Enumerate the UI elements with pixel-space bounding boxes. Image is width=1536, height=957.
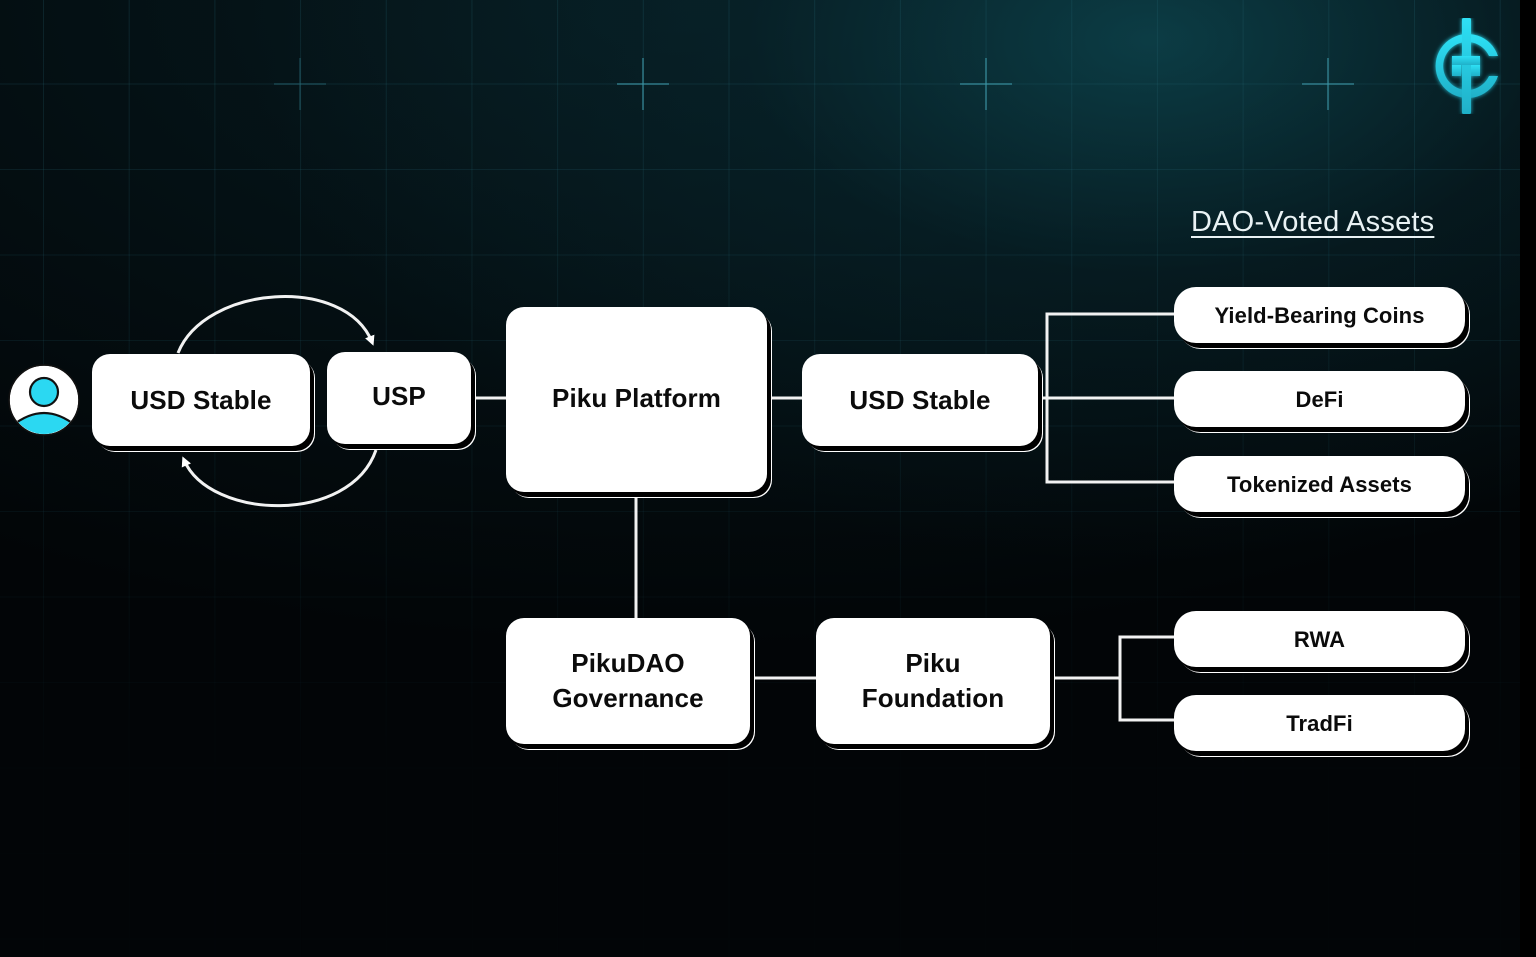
asset-yield-bearing-coins[interactable]: Yield-Bearing Coins xyxy=(1174,287,1465,343)
node-label: USD Stable xyxy=(130,384,272,415)
piku-logo-icon xyxy=(1435,18,1498,114)
node-usd-stable-input[interactable]: USD Stable xyxy=(92,354,310,446)
node-label: USP xyxy=(372,380,426,411)
node-label: Piku Platform xyxy=(552,383,721,413)
node-label-line1: Piku xyxy=(905,648,961,678)
node-label-line2: Foundation xyxy=(861,683,1005,713)
user-avatar-icon xyxy=(8,364,80,436)
bracket-foundation-assets xyxy=(1118,635,1174,722)
crosshair-mark xyxy=(274,58,326,110)
asset-label: DeFi xyxy=(1295,386,1344,412)
node-usd-stable-output[interactable]: USD Stable xyxy=(802,354,1038,446)
node-label-line2: Governance xyxy=(552,683,704,713)
asset-tokenized-assets[interactable]: Tokenized Assets xyxy=(1174,456,1465,512)
crosshair-mark xyxy=(617,58,669,110)
cycle-arrow-bottom xyxy=(181,449,378,508)
node-label: USD Stable xyxy=(849,384,991,415)
node-usp[interactable]: USP xyxy=(327,352,471,444)
section-title-dao-voted-assets: DAO-Voted Assets xyxy=(1191,206,1435,238)
node-piku-foundation[interactable]: Piku Foundation xyxy=(816,618,1050,744)
node-label-line1: PikuDAO xyxy=(571,648,685,678)
asset-label: Tokenized Assets xyxy=(1227,471,1412,497)
asset-label: TradFi xyxy=(1286,710,1353,736)
asset-tradfi[interactable]: TradFi xyxy=(1174,695,1465,751)
asset-rwa[interactable]: RWA xyxy=(1174,611,1465,667)
crosshair-mark xyxy=(1302,58,1354,110)
node-pikudao-governance[interactable]: PikuDAO Governance xyxy=(506,618,750,744)
cycle-arrow-top xyxy=(176,295,375,354)
crosshair-mark xyxy=(960,58,1012,110)
node-piku-platform[interactable]: Piku Platform xyxy=(506,307,767,492)
asset-label: RWA xyxy=(1293,626,1346,652)
asset-defi[interactable]: DeFi xyxy=(1174,371,1465,427)
asset-label: Yield-Bearing Coins xyxy=(1214,302,1425,328)
